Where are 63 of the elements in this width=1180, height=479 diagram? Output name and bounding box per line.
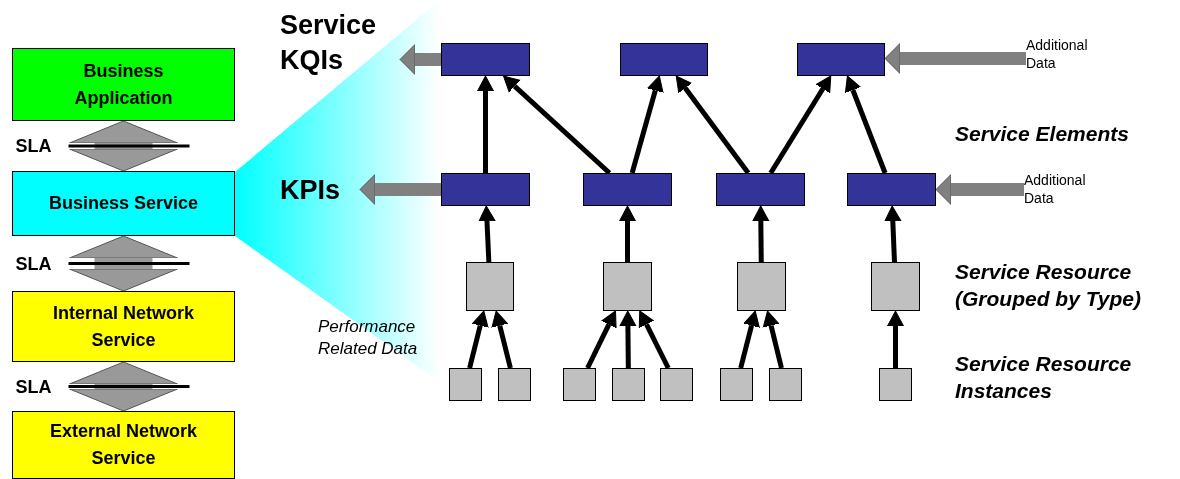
- layer-box: [12, 291, 235, 362]
- arrow: [399, 44, 441, 75]
- arrow: [638, 310, 671, 370]
- resource-box: [879, 368, 912, 401]
- arrow: [69, 235, 178, 292]
- arrow: [935, 174, 1024, 205]
- resource-box: [871, 262, 920, 311]
- indicator-box: [797, 43, 885, 76]
- arrow: [844, 75, 888, 174]
- arrow: [768, 75, 832, 175]
- resource-box: [563, 368, 596, 401]
- indicator-box: [441, 173, 530, 206]
- layer-box: [12, 171, 235, 236]
- layer-name: Business Application: [73, 59, 174, 110]
- resource-box: [660, 368, 693, 401]
- level-title: KPIs: [280, 174, 341, 208]
- edge-label: SLA: [15, 252, 52, 275]
- arrow: [762, 310, 784, 369]
- layer-name: External Network Service: [48, 420, 199, 470]
- resource-box: [612, 368, 645, 401]
- arrow: [619, 205, 636, 262]
- resource-box: [466, 262, 514, 311]
- data-note: Additional Data: [1026, 35, 1089, 73]
- arrow: [752, 205, 770, 263]
- resource-box: [737, 262, 786, 311]
- data-note: Additional Data: [1024, 170, 1087, 208]
- resource-box: [498, 368, 531, 401]
- resource-box: [449, 368, 482, 401]
- arrow: [629, 75, 664, 174]
- indicator-box: [441, 43, 530, 76]
- arrow: [619, 310, 637, 369]
- layer-name: Internal Network Service: [52, 301, 195, 352]
- arrow: [359, 174, 441, 205]
- resource-box: [720, 368, 753, 401]
- layer-box: [12, 411, 235, 479]
- indicator-box: [583, 173, 672, 206]
- arrow: [884, 43, 1026, 74]
- level-title: Service KQIs: [280, 8, 378, 77]
- edge-label: SLA: [15, 135, 52, 157]
- arrow: [478, 205, 496, 263]
- arrow: [477, 75, 494, 173]
- arrow: [738, 310, 760, 369]
- layer-box: [12, 48, 235, 121]
- arrow: [887, 310, 904, 368]
- level-label: Service Resource (Grouped by Type): [955, 259, 1142, 312]
- arrow: [675, 75, 751, 175]
- level-label: Performance Related Data: [318, 316, 419, 360]
- arrow: [884, 205, 902, 263]
- resource-box: [769, 368, 802, 401]
- arrow: [503, 75, 612, 175]
- indicator-box: [847, 173, 936, 206]
- layer-name: Business Service: [47, 192, 200, 215]
- arrow: [467, 310, 489, 369]
- level-label: Service Resource Instances: [955, 351, 1133, 404]
- arrow: [69, 361, 178, 412]
- resource-box: [603, 262, 652, 311]
- level-label: Service Elements: [955, 121, 1130, 147]
- edge-label: SLA: [15, 375, 52, 398]
- indicator-box: [716, 173, 805, 206]
- arrow: [491, 310, 513, 369]
- indicator-box: [620, 43, 708, 76]
- arrow: [69, 120, 178, 172]
- arrow: [585, 310, 617, 370]
